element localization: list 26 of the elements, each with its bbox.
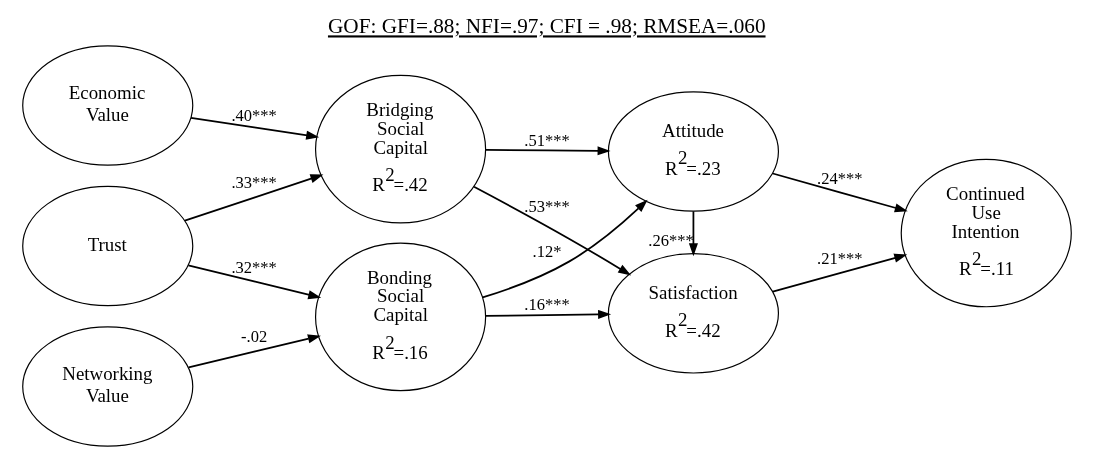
node-ellipse: Networking Value [21,326,193,447]
arrow [771,253,907,293]
edge-label: .26*** [647,231,694,251]
arrow [186,264,321,300]
diagram-title: GOF: GFI=.88; NFI=.97; CFI = .98; RMSEA=.060 [327,14,766,39]
arrow [481,199,648,299]
arrow [688,210,698,257]
edge-label: .21*** [816,248,863,268]
arrow [771,172,908,213]
edge-label: .33*** [230,173,277,193]
edge-label: -.02 [240,326,267,346]
node-ellipse: Economic Value [21,45,193,166]
edge-label: .32*** [230,258,277,278]
edge-label: .16*** [523,295,570,315]
arrow [484,146,611,156]
arrow [484,309,611,320]
edge-label: .24*** [816,168,863,188]
node-ellipse: Trust [21,185,193,307]
edge-label: .40*** [230,106,277,126]
arrow [189,116,319,140]
edge-label: .53*** [523,197,570,217]
edge-label: .12* [532,241,561,261]
edge-label: .51*** [523,130,570,150]
arrow [183,174,323,222]
arrow [472,185,631,276]
arrow [187,334,321,369]
